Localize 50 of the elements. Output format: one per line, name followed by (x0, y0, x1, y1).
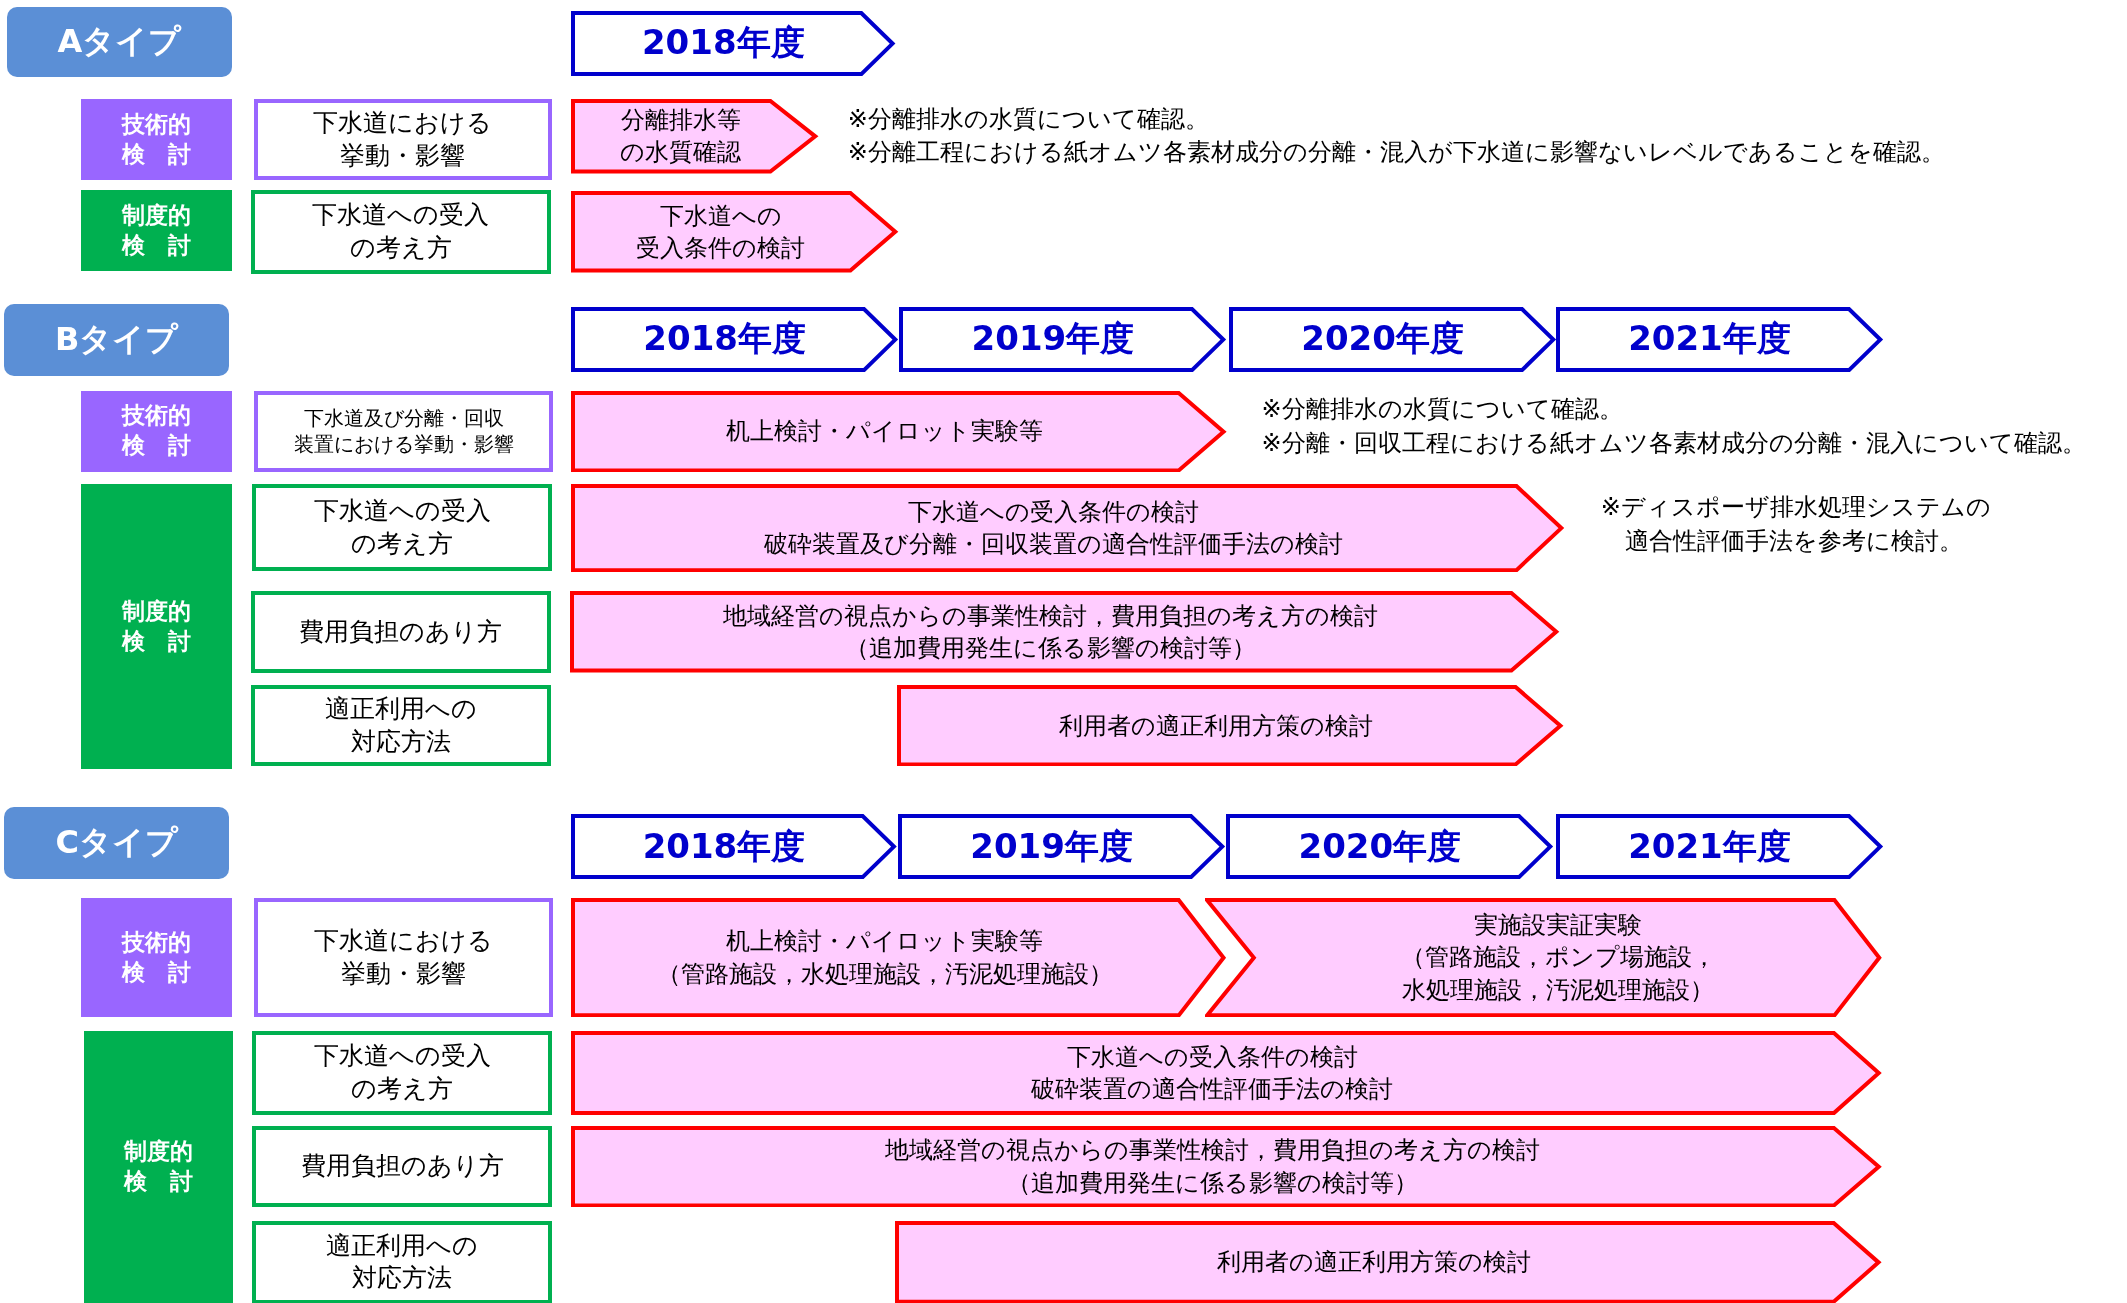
task-text: 分離排水等の水質確認 (620, 104, 742, 169)
task-text: 破砕装置の適合性評価手法の検討 (1031, 1074, 1394, 1105)
type-header: Cタイプ (4, 807, 230, 879)
item-box: 下水道及び分離・回収装置における挙動・影響 (253, 390, 554, 473)
task-text: 机上検討・パイロット実験等 (726, 926, 1044, 958)
task-text: 利用者の適正利用方策の検討 (1217, 1247, 1532, 1278)
task-text: 利用者の適正利用方策の検討 (1058, 710, 1373, 742)
task-text: 地域経営の視点からの事業性検討，費用負担の考え方の検討 (884, 1135, 1540, 1167)
note-text: ※分離排水の水質について確認。 (847, 104, 1209, 136)
category-label: 技術的検 討 (81, 99, 232, 181)
year-label: 2020年度 (1298, 824, 1462, 868)
task-text: 机上検討・パイロット実験等 (726, 416, 1044, 448)
task-text: （管路施設，ポンプ場施設，水処理施設，汚泥処理施設） (1400, 942, 1716, 1006)
task-text: （管路施設，水処理施設，汚泥処理施設） (656, 958, 1113, 990)
category-label: 制度的検 討 (84, 1030, 234, 1303)
type-header: Bタイプ (4, 303, 230, 376)
year-label: 2021年度 (1628, 317, 1791, 361)
year-label: 2021年度 (1628, 824, 1791, 868)
note-text: ※ディスポーザ排水処理システムの適合性評価手法を参考に検討。 (1600, 492, 1991, 557)
item-box: 下水道への受入の考え方 (252, 1030, 553, 1116)
note-text: ※分離・回収工程における紙オムツ各素材成分の分離・混入について確認。 (1261, 428, 2086, 460)
item-box: 適正利用への対応方法 (250, 685, 551, 767)
category-label: 技術的検 討 (81, 390, 232, 473)
type-header: Aタイプ (6, 6, 232, 78)
item-box: 下水道への受入の考え方 (252, 484, 553, 572)
task-text: （追加費用発生に係る影響の検討等） (1006, 1167, 1418, 1199)
note-text: ※分離工程における紙オムツ各素材成分の分離・混入が下水道に影響ないレベルであることを確認。 (847, 136, 1945, 168)
item-box: 適正利用への対応方法 (252, 1220, 553, 1303)
task-text: 破砕装置及び分離・回収装置の適合性評価手法の検討 (764, 529, 1344, 561)
year-label: 2020年度 (1301, 317, 1464, 361)
task-text: 下水道への受入条件の検討 (908, 496, 1200, 528)
item-box: 費用負担のあり方 (250, 591, 551, 673)
item-box: 費用負担のあり方 (252, 1125, 553, 1208)
task-text: 実施設実証実験 (1474, 910, 1643, 942)
item-box: 下水道における挙動・影響 (253, 898, 554, 1018)
category-label: 技術的検 討 (81, 898, 232, 1018)
year-label: 2018年度 (642, 824, 806, 868)
task-text: 地域経営の視点からの事業性検討，費用負担の考え方の検討 (722, 600, 1378, 632)
category-label: 制度的検 討 (81, 484, 232, 770)
year-label: 2018年度 (643, 317, 806, 361)
item-box: 下水道への受入の考え方 (250, 189, 551, 274)
year-label: 2019年度 (971, 317, 1135, 361)
note-text: ※分離排水の水質について確認。 (1261, 394, 1623, 426)
year-label: 2019年度 (970, 824, 1133, 868)
task-text: （追加費用発生に係る影響の検討等） (844, 633, 1256, 665)
task-text: 下水道への受入条件の検討 (636, 200, 806, 264)
task-text: 下水道への受入条件の検討 (1066, 1041, 1358, 1073)
item-box: 下水道における挙動・影響 (253, 99, 553, 181)
category-label: 制度的検 討 (81, 189, 232, 272)
year-label: 2018年度 (641, 21, 805, 65)
